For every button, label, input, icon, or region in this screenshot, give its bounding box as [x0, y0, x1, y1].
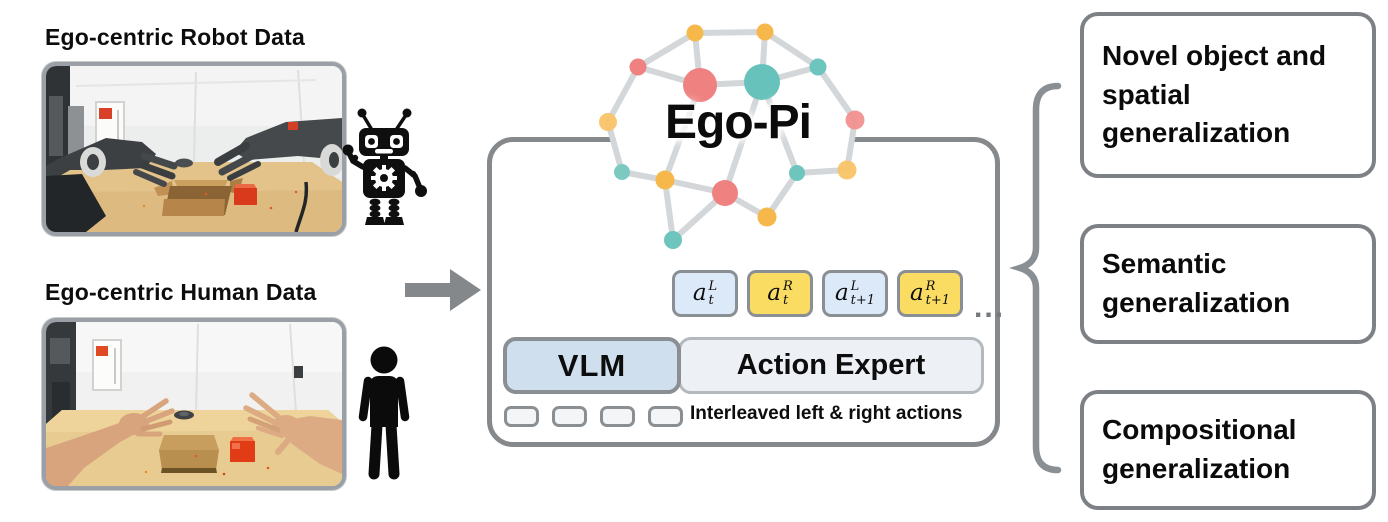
action-expert-box: Action Expert: [678, 337, 984, 394]
input-token-chips: [504, 406, 683, 427]
input-token-chip: [552, 406, 587, 427]
person-icon: [358, 346, 410, 480]
robot-data-title: Ego-centric Robot Data: [45, 24, 305, 50]
human-photo-illustration: [46, 322, 342, 486]
robot-photo: [42, 62, 346, 236]
input-token-chip: [504, 406, 539, 427]
human-photo: [42, 318, 346, 490]
action-expert-label: Action Expert: [736, 349, 926, 381]
tokens-ellipsis: ...: [974, 291, 1006, 324]
robot-icon: [342, 108, 427, 225]
generalization-card-semantic: Semantic generalization: [1080, 224, 1376, 344]
generalization-card-label: Novel object and spatial generalization: [1102, 40, 1327, 149]
robot-photo-illustration: [46, 66, 342, 232]
brain-network-graphic: [599, 23, 865, 249]
human-data-title: Ego-centric Human Data: [45, 279, 317, 305]
curly-brace-icon: [1009, 82, 1062, 474]
egopi-title: Ego-Pi: [665, 96, 812, 149]
input-token-chip: [648, 406, 683, 427]
flow-arrow-icon: [405, 269, 481, 311]
input-token-chip: [600, 406, 635, 427]
generalization-card-label: Semantic generalization: [1102, 248, 1291, 318]
generalization-card-label: Compositional generalization: [1102, 414, 1297, 484]
interleaved-actions-label: Interleaved left & right actions: [690, 403, 963, 424]
vlm-box: VLM: [503, 337, 681, 394]
gear-icon: [371, 165, 397, 191]
generalization-card-novel-spatial: Novel object and spatial generalization: [1080, 12, 1376, 178]
generalization-card-compositional: Compositional generalization: [1080, 390, 1376, 510]
vlm-label: VLM: [557, 347, 627, 383]
